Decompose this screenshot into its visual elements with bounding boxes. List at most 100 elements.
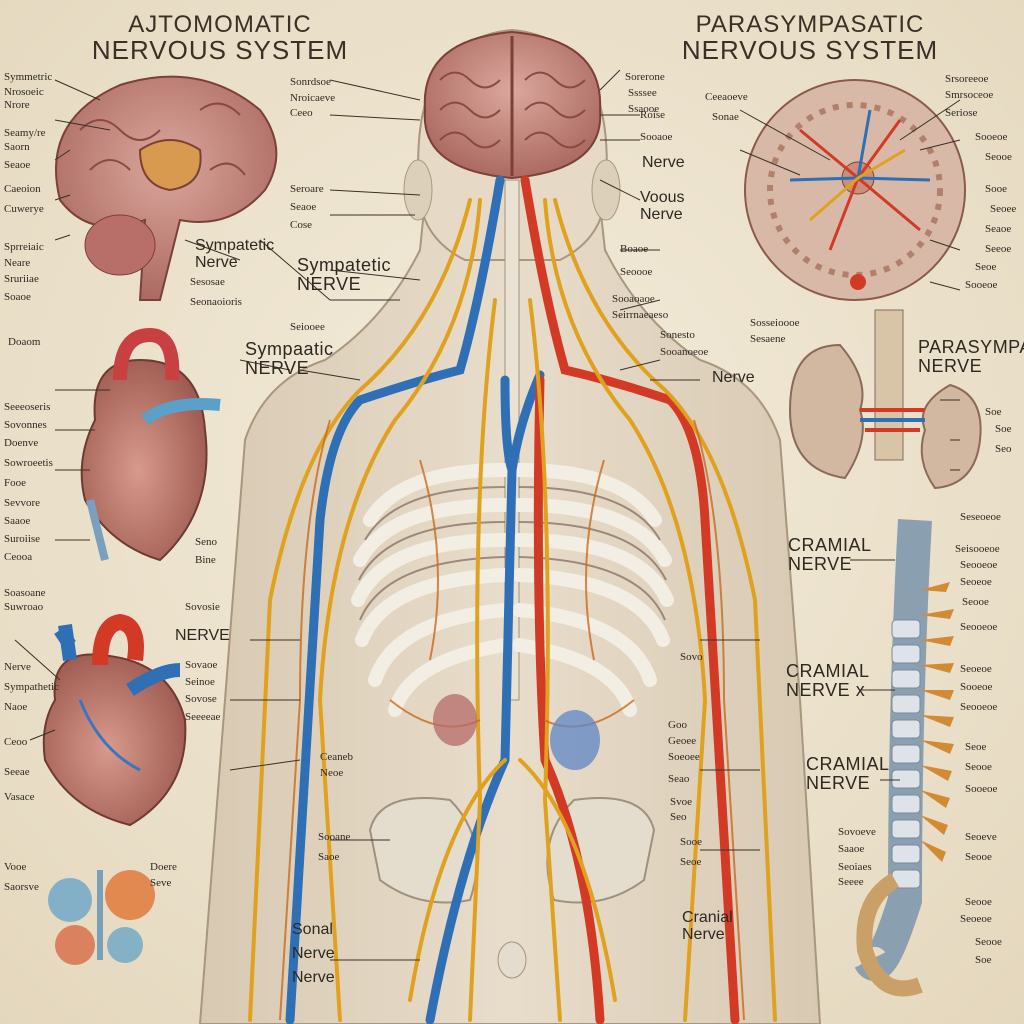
svg-text:Seoe: Seoe	[975, 261, 997, 273]
svg-text:Sooeoe: Sooeoe	[960, 681, 993, 693]
heart-illustration-upper	[80, 327, 221, 562]
svg-text:Seoiaes: Seoiaes	[838, 861, 872, 873]
svg-text:Sooe: Sooe	[985, 183, 1007, 195]
svg-text:Soeoee: Soeoee	[668, 751, 700, 763]
svg-text:Saoe: Saoe	[318, 851, 340, 863]
svg-text:Sooe: Sooe	[680, 836, 702, 848]
label-cranial-nerve-3: CRAMIAL NERVE	[806, 755, 890, 793]
svg-text:Nerve: Nerve	[4, 661, 31, 673]
svg-text:Sevvore: Sevvore	[4, 497, 40, 509]
svg-text:Seeee: Seeee	[838, 876, 864, 888]
svg-text:Seooe: Seooe	[965, 896, 992, 908]
svg-text:Seonaoioris: Seonaoioris	[190, 296, 242, 308]
organ-cross-section	[744, 79, 966, 301]
svg-text:Seooe: Seooe	[985, 151, 1012, 163]
label-nerve-small: Nerve	[642, 154, 685, 171]
svg-text:Seoeoe: Seoeoe	[960, 913, 992, 925]
svg-text:Nrosoeic: Nrosoeic	[4, 86, 44, 98]
svg-text:Sooanoeoe: Sooanoeoe	[660, 346, 708, 358]
svg-text:Seoe: Seoe	[680, 856, 702, 868]
svg-text:Seoeve: Seoeve	[965, 831, 997, 843]
svg-text:Neare: Neare	[4, 257, 30, 269]
svg-text:Seooe: Seooe	[965, 851, 992, 863]
svg-text:Seo: Seo	[995, 443, 1012, 455]
svg-text:Seoee: Seoee	[990, 203, 1016, 215]
svg-text:Soe: Soe	[975, 954, 992, 966]
svg-text:Sovo: Sovo	[680, 651, 703, 663]
svg-text:Seoeoe: Seoeoe	[960, 576, 992, 588]
right-title-line-2: NERVOUS SYSTEM	[681, 35, 939, 66]
svg-text:Sooeoe: Sooeoe	[965, 783, 998, 795]
svg-text:Smrsoceoe: Smrsoceoe	[945, 89, 993, 101]
svg-text:Srsoreeoe: Srsoreeoe	[945, 73, 988, 85]
label-parasympathetic-nerve-line-1: PARASYMPATHIC	[918, 337, 1024, 357]
svg-text:Seve: Seve	[150, 877, 172, 889]
svg-text:Cose: Cose	[290, 219, 312, 231]
label-sympathetic-nerve-upper: Sympatetic Nerve	[195, 237, 274, 272]
right-title: PARASYMPASATIC NERVOUS SYSTEM	[660, 12, 960, 64]
svg-text:Roise: Roise	[640, 109, 665, 121]
svg-text:Seooe: Seooe	[962, 596, 989, 608]
label-cranial-nerve-3-line-1: CRAMIAL	[806, 754, 890, 774]
svg-text:Seaoe: Seaoe	[290, 201, 316, 213]
label-cranial-nerve-1-line-2: NERVE	[788, 553, 853, 574]
spinous-processes	[920, 582, 954, 862]
leader-lines	[14, 69, 961, 961]
label-sympathetic-nerve-upper-line-2: Nerve	[195, 253, 238, 271]
svg-text:Seeeeae: Seeeeae	[185, 711, 221, 723]
svg-text:Seseoeoe: Seseoeoe	[960, 511, 1001, 523]
label-cranial-nerve-3-line-2: NERVE	[806, 772, 871, 793]
svg-text:Saorsve: Saorsve	[4, 881, 39, 893]
svg-text:Doenve: Doenve	[4, 437, 38, 449]
svg-text:Sooaoaoe: Sooaoaoe	[612, 293, 655, 305]
label-sympathetic-nerve-center-line-1: Sympatetic	[297, 255, 392, 275]
nerve-bundles	[248, 198, 777, 1022]
svg-text:Saaoe: Saaoe	[838, 843, 864, 855]
svg-text:Seamy/re: Seamy/re	[4, 127, 46, 139]
svg-text:Seooeoe: Seooeoe	[960, 559, 997, 571]
svg-text:Seooeoe: Seooeoe	[960, 701, 997, 713]
svg-text:Ceaneb: Ceaneb	[320, 751, 353, 763]
svg-text:Sonae: Sonae	[712, 111, 739, 123]
central-brain	[423, 30, 602, 180]
svg-text:Seeeoseris: Seeeoseris	[4, 401, 50, 413]
svg-text:Seaoe: Seaoe	[4, 159, 30, 171]
label-sympathetic-nerve-mid-line-2: NERVE	[245, 357, 310, 378]
svg-text:Sovoeve: Sovoeve	[838, 826, 876, 838]
organs	[433, 694, 600, 770]
svg-text:Sooane: Sooane	[318, 831, 351, 843]
svg-text:Sovonnes: Sovonnes	[4, 419, 47, 431]
svg-text:Soe: Soe	[995, 423, 1012, 435]
svg-text:Symmetric: Symmetric	[4, 71, 52, 83]
svg-text:Seroare: Seroare	[290, 183, 324, 195]
svg-text:Sowroeetis: Sowroeetis	[4, 457, 53, 469]
svg-text:Soaoe: Soaoe	[4, 291, 31, 303]
svg-text:Cuwerye: Cuwerye	[4, 203, 44, 215]
label-sympathetic-nerve-mid-line-1: Sympaatic	[245, 339, 334, 359]
svg-text:Ssssee: Ssssee	[628, 87, 657, 99]
label-vagus-nerve: Voous Nerve	[640, 189, 684, 224]
right-ear	[591, 159, 621, 221]
fine-nerves	[279, 419, 745, 1021]
label-sympathetic-nerve-mid: Sympaatic NERVE	[245, 340, 334, 378]
svg-text:Seoooe: Seoooe	[620, 266, 653, 278]
svg-text:Seoeoe: Seoeoe	[960, 663, 992, 675]
svg-text:Sonesto: Sonesto	[660, 329, 695, 341]
svg-text:Sooaoe: Sooaoe	[640, 131, 673, 143]
svg-text:Sympathetic: Sympathetic	[4, 681, 59, 693]
bronchial-tree-illustration	[48, 870, 155, 965]
svg-text:Sesaene: Sesaene	[750, 333, 786, 345]
label-cranial-nerve-small-line-1: Cranial	[682, 909, 733, 926]
brain-illustration	[55, 75, 278, 301]
svg-text:Goo: Goo	[668, 719, 687, 731]
svg-text:Seiooee: Seiooee	[290, 321, 325, 333]
svg-text:Saorn: Saorn	[4, 141, 30, 153]
svg-text:Ssaooe: Ssaooe	[628, 103, 659, 115]
vertebrae	[891, 619, 921, 889]
svg-text:Seao: Seao	[668, 773, 690, 785]
label-cranial-nerve-x: CRAMIAL NERVE x	[786, 662, 870, 700]
svg-text:Sosseioooe: Sosseioooe	[750, 317, 800, 329]
left-title: AJTOMOMATIC NERVOUS SYSTEM	[70, 12, 370, 64]
svg-text:Naoe: Naoe	[4, 701, 27, 713]
